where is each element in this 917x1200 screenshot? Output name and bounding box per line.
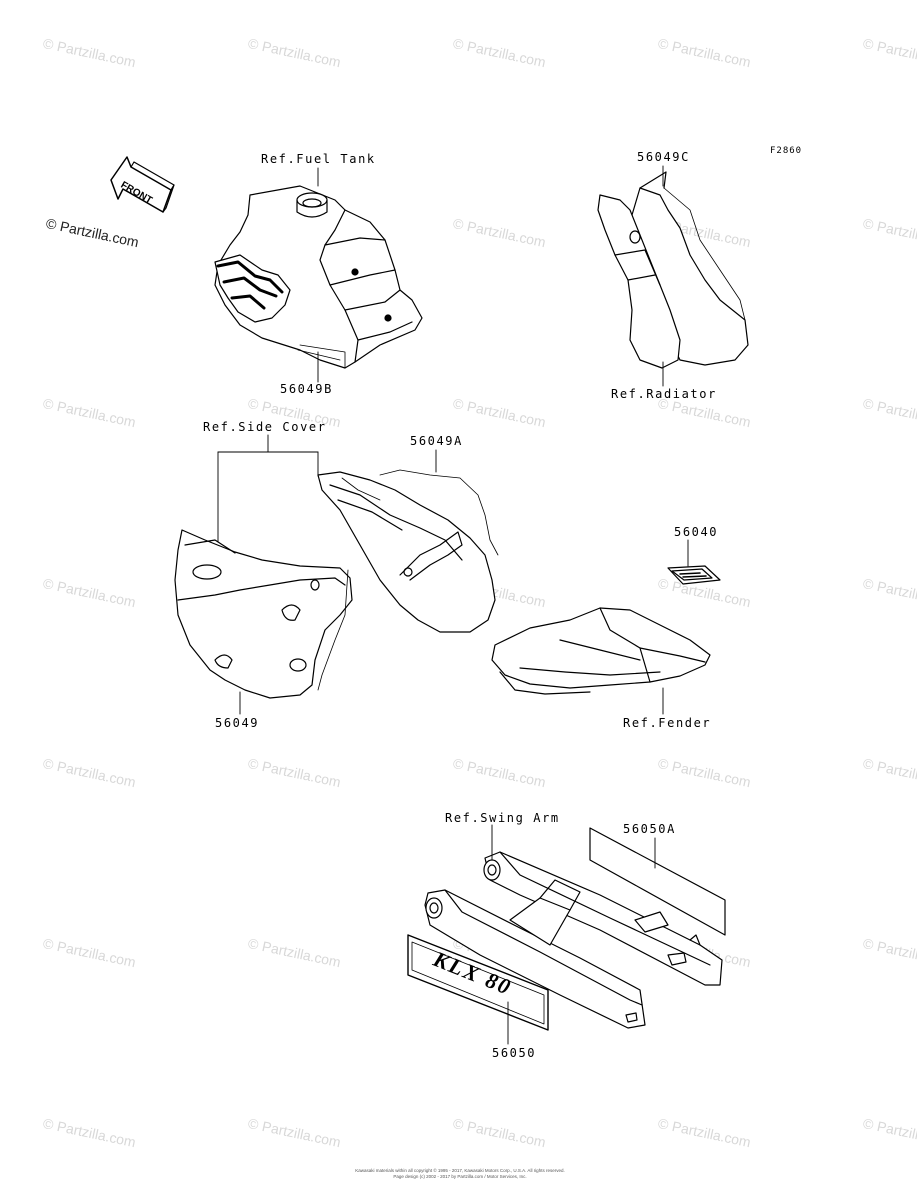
label-ref-radiator: Ref.Radiator — [611, 387, 717, 401]
swing-arm-drawing — [424, 851, 723, 1029]
leader-lines — [217, 165, 689, 1045]
swing-arm-decal-56050-drawing — [407, 934, 549, 1031]
fuel-tank-drawing — [214, 185, 423, 369]
label-56049b: 56049B — [280, 382, 333, 396]
front-arrow-icon — [110, 156, 175, 213]
copyright-line-2: Page design (c) 2002 - 2017 by Partzilla… — [393, 1174, 527, 1179]
label-ref-swing-arm: Ref.Swing Arm — [445, 811, 560, 825]
swing-arm-decal-56050a-drawing — [589, 827, 726, 936]
rear-fender-drawing — [491, 607, 711, 695]
copyright-line-1: Kawasaki materials within all copyright … — [355, 1168, 565, 1173]
label-ref-fuel-tank: Ref.Fuel Tank — [261, 152, 376, 166]
side-panel-drawing — [317, 469, 499, 633]
label-56050: 56050 — [492, 1046, 537, 1060]
label-56049a: 56049A — [410, 434, 463, 448]
side-cover-drawing — [174, 529, 353, 699]
label-56049c: 56049C — [637, 150, 690, 164]
label-ref-side-cover: Ref.Side Cover — [203, 420, 327, 434]
radiator-shroud-drawing — [597, 171, 749, 369]
caution-label-drawing — [667, 565, 721, 585]
label-56050a: 56050A — [623, 822, 676, 836]
label-56040: 56040 — [674, 525, 719, 539]
figure-id: F2860 — [770, 146, 803, 156]
label-ref-fender: Ref.Fender — [623, 716, 712, 730]
label-56049: 56049 — [215, 716, 260, 730]
